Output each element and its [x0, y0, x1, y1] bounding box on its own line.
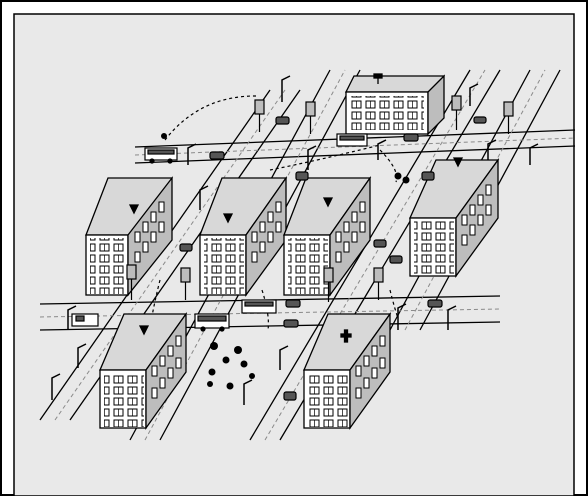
pedestrian	[207, 381, 213, 387]
pedestrian	[395, 173, 402, 180]
car	[474, 117, 486, 123]
pedestrian	[227, 383, 234, 390]
car	[180, 244, 192, 251]
pedestrian	[161, 133, 167, 139]
car	[286, 300, 300, 307]
car	[210, 152, 224, 159]
car	[428, 300, 442, 307]
car	[374, 240, 386, 247]
car	[276, 117, 289, 124]
pedestrian	[403, 177, 410, 184]
car	[404, 134, 418, 141]
bus	[195, 314, 229, 331]
pedestrian	[234, 346, 242, 354]
pedestrian	[223, 357, 230, 364]
apartment-building	[346, 74, 444, 134]
car	[390, 256, 402, 263]
car	[422, 172, 434, 180]
car	[284, 392, 296, 400]
van	[72, 314, 98, 326]
car	[284, 320, 298, 327]
bus	[337, 134, 367, 146]
pedestrian	[249, 373, 255, 379]
pedestrian	[209, 369, 216, 376]
car	[296, 172, 308, 180]
pedestrian	[210, 342, 218, 350]
pedestrian	[241, 361, 248, 368]
bus	[242, 300, 276, 313]
